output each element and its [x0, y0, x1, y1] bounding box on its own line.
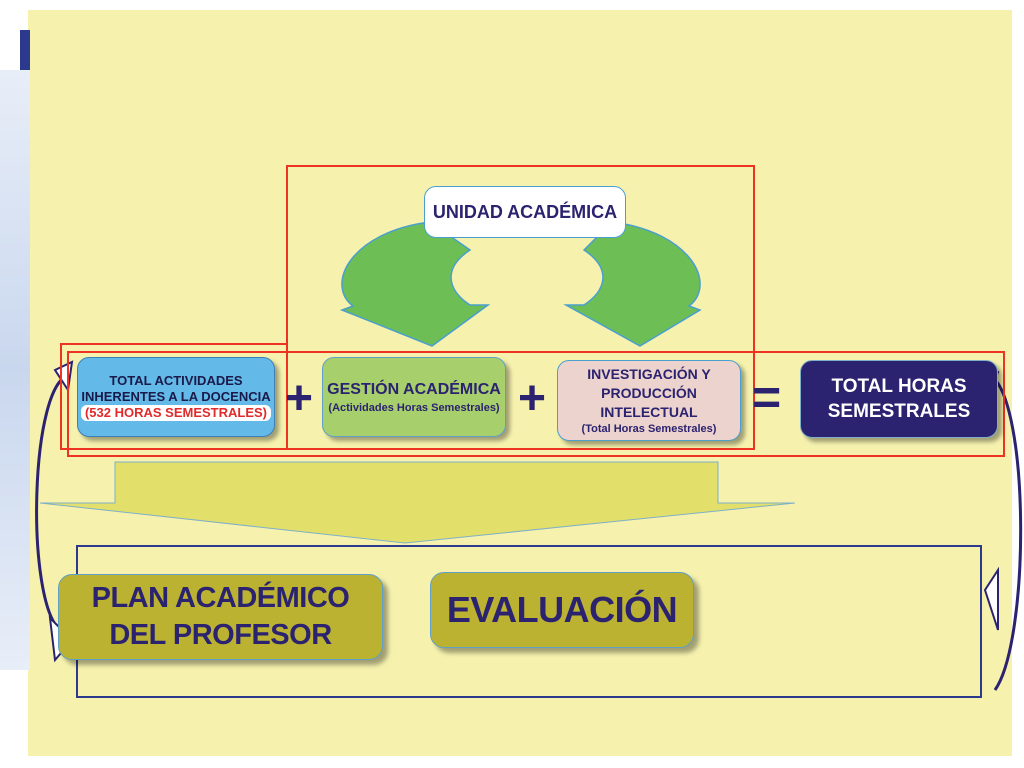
- plan-line1: PLAN ACADÉMICO: [91, 582, 350, 614]
- docencia-line1: TOTAL ACTIVIDADES: [109, 373, 243, 388]
- left-bracket-arrow: [35, 373, 71, 632]
- gestion-subtitle: (Actividades Horas Semestrales): [328, 401, 500, 414]
- docencia-line3: (532 HORAS SEMESTRALES): [80, 405, 272, 421]
- gestion-title: GESTIÓN ACADÉMICA: [327, 380, 501, 398]
- plan-academico-box: PLAN ACADÉMICO DEL PROFESOR: [58, 574, 383, 660]
- unidad-frame: [286, 165, 755, 450]
- corner-mark: [20, 30, 30, 70]
- total-horas-line1: TOTAL HORAS: [831, 376, 967, 397]
- right-bracket-head-bottom: [983, 566, 999, 631]
- green-arrow-left: [339, 221, 491, 347]
- plan-line2: DEL PROFESOR: [109, 619, 332, 651]
- sum-frame: [67, 351, 1005, 457]
- evaluacion-box: EVALUACIÓN: [430, 572, 694, 648]
- investigacion-box: INVESTIGACIÓN Y PRODUCCIÓN INTELECTUAL (…: [557, 360, 741, 441]
- investigacion-line2: PRODUCCIÓN: [601, 385, 697, 401]
- total-horas-line2: SEMESTRALES: [827, 401, 971, 422]
- docencia-frame: [60, 343, 288, 450]
- green-arrow-right: [563, 221, 702, 347]
- unidad-academica-box: UNIDAD ACADÉMICA: [424, 186, 626, 238]
- plus-operator-2: +: [518, 372, 547, 425]
- investigacion-subtitle: (Total Horas Semestrales): [581, 423, 717, 435]
- gestion-box: GESTIÓN ACADÉMICA (Actividades Horas Sem…: [322, 357, 506, 437]
- equals-operator: =: [752, 369, 782, 425]
- unidad-academica-label: UNIDAD ACADÉMICA: [432, 201, 618, 222]
- evaluacion-label: EVALUACIÓN: [446, 589, 678, 630]
- left-decoration: [0, 70, 30, 670]
- plus-operator-1: +: [285, 372, 314, 425]
- down-arrow-shape: [39, 461, 796, 544]
- investigacion-line3: INTELECTUAL: [600, 404, 698, 420]
- total-horas-box: TOTAL HORAS SEMESTRALES: [800, 360, 998, 438]
- investigacion-line1: INVESTIGACIÓN Y: [587, 366, 711, 382]
- docencia-box: TOTAL ACTIVIDADES INHERENTES A LA DOCENC…: [77, 357, 275, 437]
- docencia-line2: INHERENTES A LA DOCENCIA: [81, 389, 271, 404]
